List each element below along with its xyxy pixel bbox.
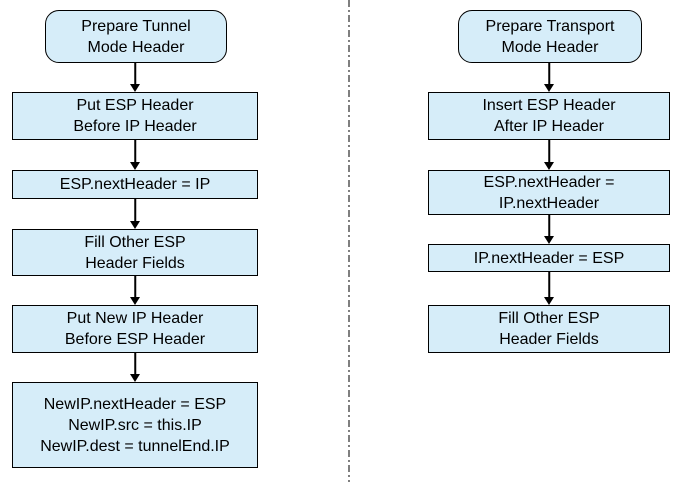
arrow-line <box>548 63 550 87</box>
arrow-line <box>134 276 136 300</box>
flow-arrow-icon <box>129 199 141 229</box>
node-esp-nextheader-ip: ESP.nextHeader = IP <box>12 170 258 199</box>
node-label: Put ESP Header Before IP Header <box>73 97 197 135</box>
arrow-head <box>544 236 554 244</box>
arrow-line <box>548 272 550 300</box>
flow-arrow-icon <box>543 215 555 244</box>
arrow-line <box>134 140 136 165</box>
flow-arrow-icon <box>543 272 555 305</box>
arrow-line <box>134 199 136 224</box>
node-insert-esp-header-after-ip-header: Insert ESP Header After IP Header <box>428 92 670 140</box>
node-fill-other-esp-header-fields-tunnel: Fill Other ESP Header Fields <box>12 229 258 276</box>
arrow-line <box>134 63 136 87</box>
node-esp-nextheader-ip-nextheader: ESP.nextHeader = IP.nextHeader <box>428 170 670 215</box>
node-fill-other-esp-header-fields-transport: Fill Other ESP Header Fields <box>428 305 670 353</box>
node-label: NewIP.nextHeader = ESP NewIP.src = this.… <box>40 395 230 455</box>
flow-arrow-icon <box>129 63 141 92</box>
arrow-head <box>130 84 140 92</box>
flow-arrow-icon <box>129 140 141 170</box>
arrow-head <box>130 374 140 382</box>
flow-arrow-icon <box>129 276 141 305</box>
node-put-esp-header-before-ip-header: Put ESP Header Before IP Header <box>12 92 258 140</box>
arrow-line <box>134 353 136 377</box>
flow-arrow-icon <box>543 140 555 170</box>
arrow-head <box>544 84 554 92</box>
node-ip-nextheader-esp: IP.nextHeader = ESP <box>428 244 670 272</box>
node-prepare-transport-mode-header: Prepare Transport Mode Header <box>458 10 642 63</box>
node-label: IP.nextHeader = ESP <box>473 249 625 267</box>
arrow-head <box>544 297 554 305</box>
arrow-head <box>544 162 554 170</box>
node-put-new-ip-header-before-esp-header: Put New IP Header Before ESP Header <box>12 305 258 353</box>
node-newip-assignments: NewIP.nextHeader = ESP NewIP.src = this.… <box>12 382 258 468</box>
divider-line <box>348 0 350 482</box>
node-label: Fill Other ESP Header Fields <box>84 233 186 272</box>
arrow-line <box>548 140 550 165</box>
node-label: Put New IP Header Before ESP Header <box>64 310 206 348</box>
node-label: ESP.nextHeader = IP <box>59 176 211 193</box>
flow-arrow-icon <box>543 63 555 92</box>
node-label: Prepare Transport Mode Header <box>485 17 615 56</box>
arrow-head <box>130 221 140 229</box>
arrow-head <box>130 297 140 305</box>
node-label: Fill Other ESP Header Fields <box>498 310 600 348</box>
arrow-head <box>130 162 140 170</box>
arrow-line <box>548 215 550 239</box>
node-prepare-tunnel-mode-header: Prepare Tunnel Mode Header <box>45 10 227 63</box>
node-label: Prepare Tunnel Mode Header <box>81 17 191 56</box>
node-label: Insert ESP Header After IP Header <box>482 97 616 135</box>
flow-arrow-icon <box>129 353 141 382</box>
node-label: ESP.nextHeader = IP.nextHeader <box>483 173 615 212</box>
